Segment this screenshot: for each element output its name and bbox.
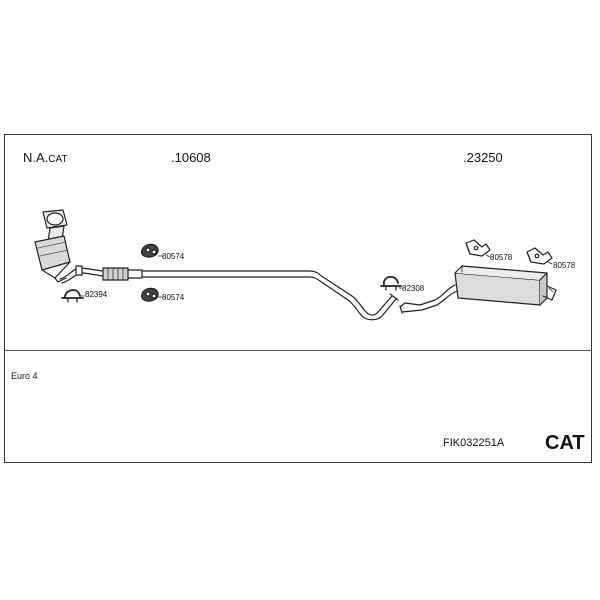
pipe-clamp-rear-icon [380,275,402,291]
pipe-clamp-front-icon [61,289,84,303]
rubber-hanger-lower-icon [141,287,159,302]
leader-lines [79,254,553,298]
part-label-hanger-lower: 80574 [162,293,185,302]
footer-divider [4,350,592,351]
part-label-hanger-rear-right: 80578 [553,261,576,270]
part-label-hanger-upper: 80574 [162,252,185,261]
front-pipe-icon [59,265,143,284]
part-label-hanger-rear-left: 80578 [490,253,513,262]
middle-pipe-icon [141,270,399,321]
type-label: CAT [545,432,585,454]
diagram-frame [4,134,592,463]
section-catalyst-suffix: CAT [48,154,68,165]
rear-hanger-right-icon [526,247,553,265]
kit-code-label: FIK032251A [443,437,505,449]
rubber-hanger-upper-icon [141,243,159,258]
part-label-clamp-rear: 82308 [402,284,425,293]
rear-hanger-left-icon [465,239,491,257]
emission-class-label: Euro 4 [11,371,38,381]
part-label-clamp-front: 82394 [85,290,108,299]
section-middle-pipe-code: .10608 [171,150,211,165]
section-catalyst-id: N.A. [23,150,49,165]
section-rear-silencer-code: .23250 [463,150,503,165]
catalytic-converter-icon [34,209,71,283]
rear-silencer-icon [399,265,557,314]
section-catalyst-code: N.A.CAT [23,150,68,165]
